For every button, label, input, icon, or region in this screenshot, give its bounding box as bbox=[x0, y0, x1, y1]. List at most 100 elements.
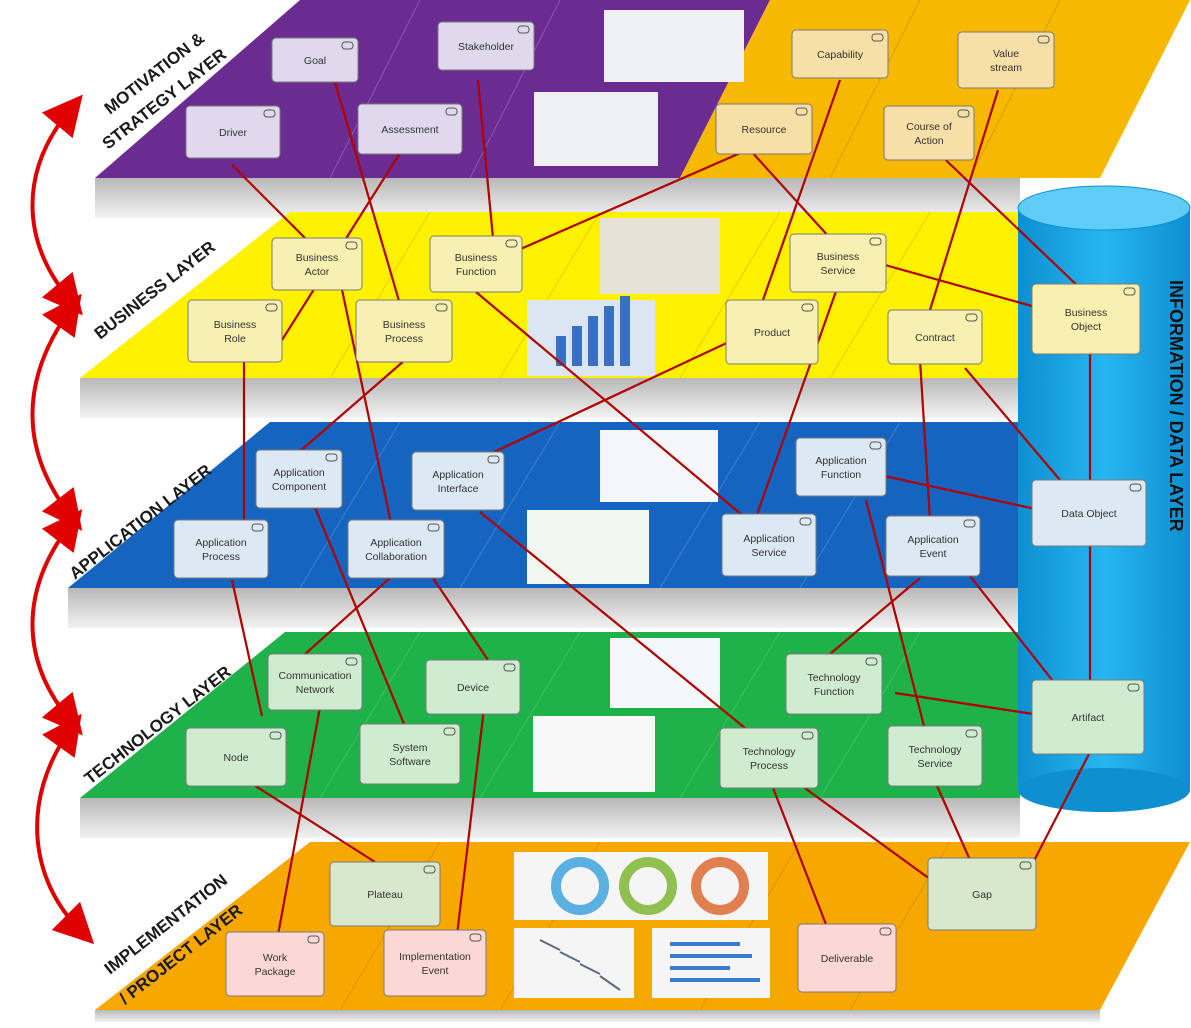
course-of-action-element-label: Course of bbox=[906, 121, 952, 133]
application-service-element-label: Service bbox=[751, 547, 786, 559]
resource-element-label: Resource bbox=[742, 124, 787, 136]
application-collaboration-element-label: Application bbox=[370, 537, 422, 549]
element-type-icon bbox=[503, 663, 516, 672]
element-type-icon bbox=[435, 303, 448, 312]
application-function-element-label: Application bbox=[815, 455, 867, 467]
element-type-icon bbox=[263, 109, 276, 118]
app-diagram-1 bbox=[600, 430, 718, 502]
element-type-icon bbox=[801, 303, 814, 312]
value-stream-element-label: Value bbox=[993, 48, 1019, 60]
element-type-icon bbox=[795, 107, 808, 116]
artifact-element: Artifact bbox=[1031, 679, 1145, 755]
application-function-element-label: Function bbox=[821, 469, 861, 481]
element-type-icon bbox=[965, 313, 978, 322]
business-object-element-label: Object bbox=[1071, 321, 1101, 333]
data-layer-label: INFORMATION / DATA LAYER bbox=[1166, 280, 1186, 532]
plateau-element: Plateau bbox=[329, 861, 441, 927]
element-type-icon bbox=[1037, 35, 1050, 44]
element-type-icon bbox=[963, 519, 976, 528]
element-type-icon bbox=[251, 523, 264, 532]
element-type-icon bbox=[345, 241, 358, 250]
business-actor-element-label: Actor bbox=[305, 266, 330, 278]
contract-element: Contract bbox=[887, 309, 983, 365]
stakeholder-element-label: Stakeholder bbox=[458, 41, 515, 53]
element-type-icon bbox=[1127, 683, 1140, 692]
assessment-element-label: Assessment bbox=[381, 124, 438, 136]
artifact-element-label: Artifact bbox=[1072, 712, 1105, 724]
communication-network-element-label: Network bbox=[296, 684, 335, 696]
element-type-icon bbox=[265, 303, 278, 312]
relationship-connectors bbox=[230, 64, 1092, 941]
element-type-icon bbox=[879, 927, 892, 936]
element-type-icon bbox=[801, 731, 814, 740]
application-process-element-label: Application bbox=[195, 537, 247, 549]
value-stream-element-label: stream bbox=[990, 62, 1022, 74]
element-type-icon bbox=[469, 933, 482, 942]
element-type-icon bbox=[505, 239, 518, 248]
application-interface-element-label: Application bbox=[432, 469, 484, 481]
goal-element-label: Goal bbox=[304, 55, 326, 67]
application-process-element-label: Process bbox=[202, 551, 240, 563]
driver-element-label: Driver bbox=[219, 127, 248, 139]
business-process-element-label: Process bbox=[385, 333, 423, 345]
gap-element-label: Gap bbox=[972, 889, 992, 901]
node-element: Node bbox=[185, 727, 287, 787]
deliverable-element: Deliverable bbox=[797, 923, 897, 993]
technology-process-element-label: Process bbox=[750, 760, 788, 772]
application-event-element-label: Event bbox=[920, 548, 947, 560]
business-process-element-label: Business bbox=[383, 319, 426, 331]
device-element: Device bbox=[425, 659, 521, 715]
goal-element: Goal bbox=[271, 37, 359, 83]
element-type-icon bbox=[965, 729, 978, 738]
application-component-element-label: Component bbox=[272, 481, 326, 493]
element-type-icon bbox=[1123, 287, 1136, 296]
capability-element: Capability bbox=[791, 29, 889, 79]
gap-element: Gap bbox=[927, 857, 1037, 931]
business-function-element-label: Function bbox=[456, 266, 496, 278]
technology-function-element-label: Function bbox=[814, 686, 854, 698]
driver-element: Driver bbox=[185, 105, 281, 159]
element-type-icon bbox=[341, 41, 354, 50]
product-element-label: Product bbox=[754, 327, 790, 339]
application-service-element-label: Application bbox=[743, 533, 795, 545]
element-type-icon bbox=[269, 731, 282, 740]
illustrations bbox=[514, 10, 770, 998]
capability-element-label: Capability bbox=[817, 49, 864, 61]
technology-service-element-label: Service bbox=[917, 758, 952, 770]
app-diagram-2 bbox=[527, 510, 649, 584]
meeting-photo bbox=[604, 10, 744, 82]
value-stream-element: Value stream bbox=[957, 31, 1055, 89]
plateau-element-label: Plateau bbox=[367, 889, 403, 901]
stakeholder-element: Stakeholder bbox=[437, 21, 535, 71]
element-type-icon bbox=[307, 935, 320, 944]
gantt-chart-2 bbox=[652, 928, 770, 998]
element-type-icon bbox=[427, 523, 440, 532]
assessment-element: Assessment bbox=[357, 103, 463, 155]
element-type-icon bbox=[865, 657, 878, 666]
implementation-event-element-label: Implementation bbox=[399, 951, 471, 963]
business-actor-element-label: Business bbox=[296, 252, 339, 264]
work-package-element-label: Package bbox=[255, 966, 296, 978]
data-object-element: Data Object bbox=[1031, 479, 1147, 547]
data-object-element-label: Data Object bbox=[1061, 508, 1117, 520]
strategy-photo bbox=[534, 92, 658, 166]
contract-element-label: Contract bbox=[915, 332, 955, 344]
